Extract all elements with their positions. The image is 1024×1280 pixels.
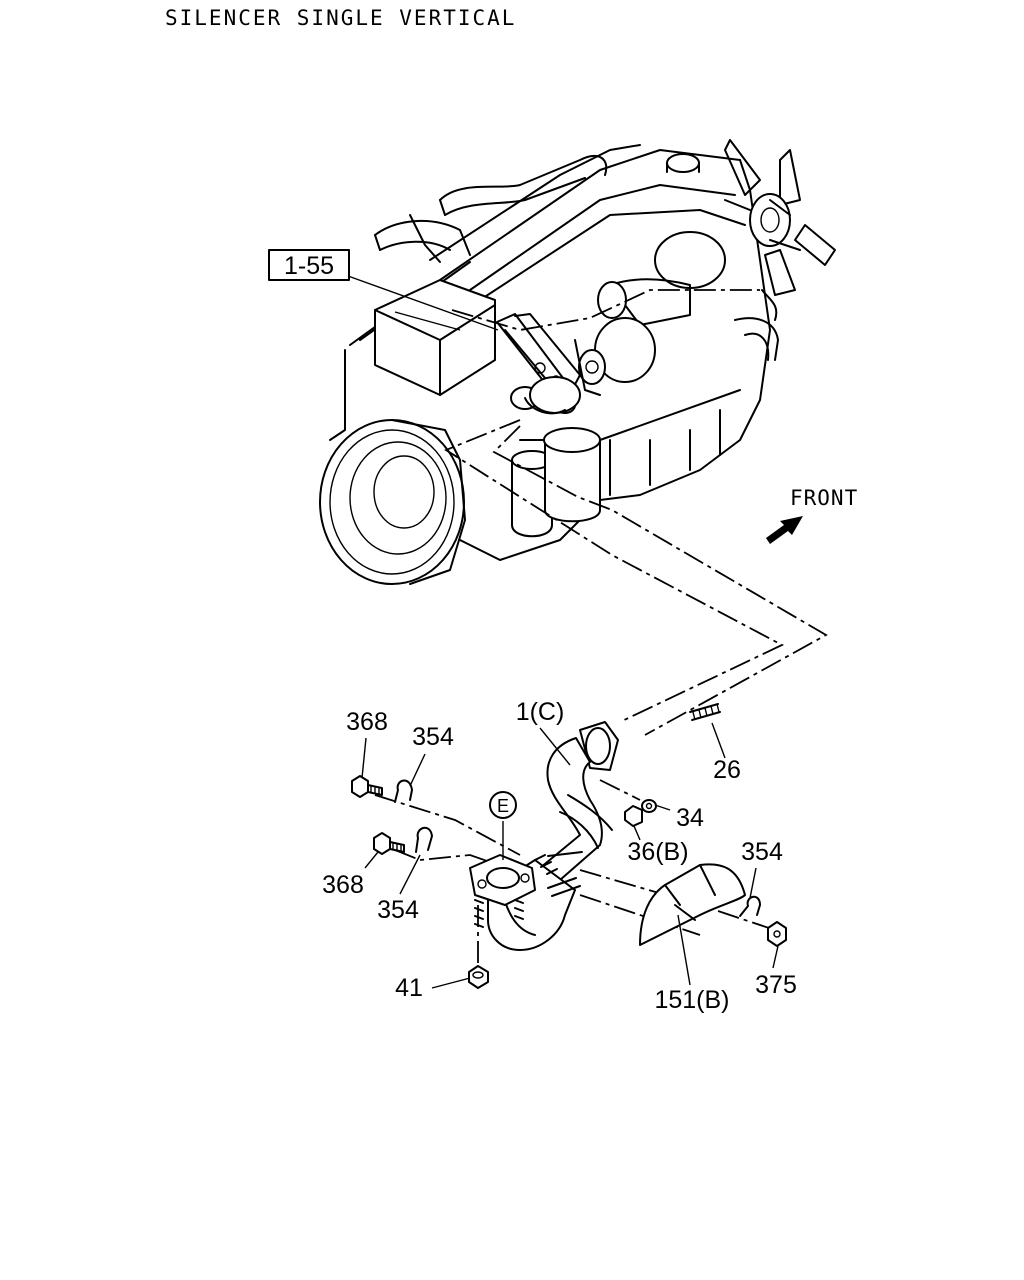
callout-368-lower: 368	[322, 871, 364, 899]
callout-354-lower-left: 354	[377, 896, 419, 924]
view-marker-label: E	[497, 796, 509, 816]
callout-36b: 36(B)	[627, 838, 688, 866]
callout-151b: 151(B)	[654, 986, 729, 1014]
page-title: SILENCER SINGLE VERTICAL	[165, 6, 517, 30]
front-direction-arrow-icon	[766, 516, 803, 544]
callout-34: 34	[676, 804, 704, 832]
reference-box-label: 1-55	[284, 252, 334, 280]
callout-labels: 1(C) 26 34 36(B) 368 354 368 354 354 41 …	[322, 698, 797, 1014]
leader-lines	[347, 275, 779, 989]
front-direction-label: FRONT	[790, 486, 858, 510]
callout-41: 41	[395, 974, 423, 1002]
reference-box-frame	[268, 249, 350, 281]
engine-illustration	[319, 139, 836, 585]
callout-368-upper: 368	[346, 708, 388, 736]
view-marker-circle	[489, 791, 517, 819]
callout-375: 375	[755, 971, 797, 999]
callout-26: 26	[713, 756, 741, 784]
exhaust-pipe-assembly	[351, 703, 787, 989]
callout-1c: 1(C)	[516, 698, 565, 726]
callout-354-upper-left: 354	[412, 723, 454, 751]
callout-354-right: 354	[741, 838, 783, 866]
